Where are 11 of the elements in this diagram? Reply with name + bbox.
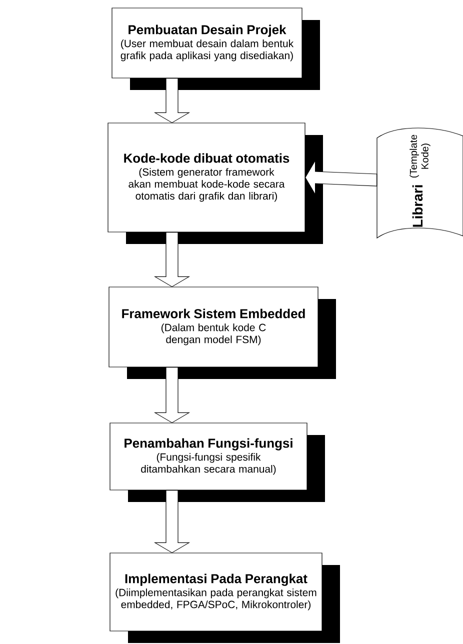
block-arrow (304, 159, 378, 196)
process-box: Penambahan Fungsi-fungsi (Fungsi-fungsi spesifik ditambahkan secara manual) (110, 422, 325, 502)
process-box: Framework Sistem Embedded (Dalam bentuk kode C dengan model FSM) (108, 286, 336, 379)
block-arrow (154, 232, 190, 288)
process-box: Pembuatan Desain Projek (User membuat desain dalam bentuk grafik pada aplikasi yang disediakan) (112, 8, 320, 90)
block-arrow (154, 78, 190, 124)
block-arrow (154, 490, 190, 554)
library-cylinder: Librari (Template Kode) (376, 128, 463, 238)
block-arrow (154, 367, 190, 424)
process-box: Kode-kode dibuat otomatis (Sistem generator framework akan membuat kode-kode secara otomatis dari grafik dan librari) (108, 122, 323, 244)
process-box: Implementasi Pada Perangkat (Diimplementasikan pada perangkat sistem embedded, FPGA/SPoC, Mikrokontroler) (110, 552, 340, 643)
